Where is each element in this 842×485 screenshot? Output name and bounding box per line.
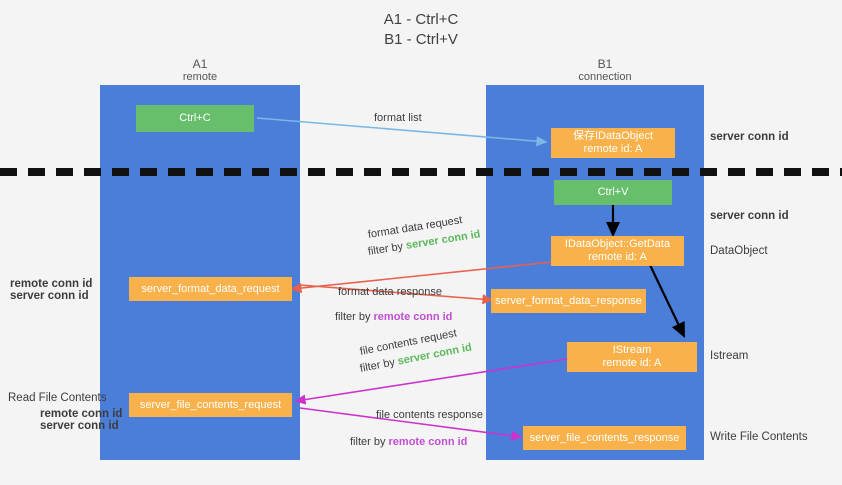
column-b1-sub: connection	[578, 71, 632, 83]
box-server-file-contents-request[interactable]: server_file_contents_request	[129, 393, 292, 417]
edge-label-file-contents-response: file contents response	[376, 409, 484, 421]
box-server-format-data-response[interactable]: server_format_data_response	[491, 289, 646, 313]
right-label-dataobject: DataObject	[710, 245, 768, 257]
box-idataobject-getdata[interactable]: IDataObject::GetData remote id: A	[551, 236, 684, 266]
box-server-format-data-request[interactable]: server_format_data_request	[129, 277, 292, 301]
box-ctrl-v-label: Ctrl+V	[597, 186, 629, 198]
edge-label-format-data-response-filter: filter by remote conn id	[335, 310, 452, 324]
edge-label-file-contents-response-group: file contents response filter by remote …	[350, 408, 484, 449]
box-save-idataobject-line1: 保存IDataObject	[572, 130, 654, 142]
box-istream-line2: remote id: A	[602, 357, 662, 369]
edge-label-format-list: format list	[374, 112, 422, 124]
edge-label-format-data-request-group: format data request filter by server con…	[367, 214, 482, 259]
box-istream-line1: IStream	[612, 344, 652, 356]
page-title: A1 - Ctrl+C B1 - Ctrl+V	[0, 10, 842, 50]
box-ctrl-v[interactable]: Ctrl+V	[554, 180, 672, 205]
right-label-write-file-contents: Write File Contents	[710, 431, 808, 443]
left-label-remote-conn-id-1: remote conn id	[10, 278, 93, 290]
filter-remote-conn-id-1: remote conn id	[373, 311, 453, 323]
box-ctrl-c[interactable]: Ctrl+C	[136, 105, 254, 132]
box-idataobject-getdata-line1: IDataObject::GetData	[564, 238, 671, 250]
right-label-server-conn-id-top: server conn id	[710, 131, 789, 143]
box-server-file-contents-response[interactable]: server_file_contents_response	[523, 426, 686, 450]
filter-by-text-3: filter by	[358, 356, 396, 375]
box-ctrl-c-label: Ctrl+C	[179, 112, 211, 124]
box-save-idataobject[interactable]: 保存IDataObject remote id: A	[551, 128, 675, 158]
box-istream[interactable]: IStream remote id: A	[567, 342, 697, 372]
box-server-file-contents-request-label: server_file_contents_request	[139, 398, 282, 411]
edge-label-format-data-response-group: format data response filter by remote co…	[335, 285, 452, 324]
right-label-istream: Istream	[710, 350, 749, 362]
box-server-format-data-request-label: server_format_data_request	[141, 282, 280, 295]
edge-label-file-contents-request-group: file contents request filter by server c…	[358, 327, 474, 376]
filter-by-text-1: filter by	[367, 240, 404, 258]
left-label-server-conn-id-2: server conn id	[40, 420, 119, 432]
box-idataobject-getdata-line2: remote id: A	[588, 251, 647, 263]
title-line-2: B1 - Ctrl+V	[384, 31, 458, 48]
box-server-file-contents-response-label: server_file_contents_response	[529, 431, 680, 444]
column-header-b1: B1 connection	[545, 58, 665, 84]
column-a1-name: A1	[192, 57, 208, 71]
filter-remote-conn-id-2: remote conn id	[388, 436, 468, 448]
box-server-format-data-response-label: server_format_data_response	[495, 294, 642, 307]
title-line-1: A1 - Ctrl+C	[383, 11, 459, 28]
column-header-a1: A1 remote	[140, 58, 260, 84]
left-label-group-file: Read File Contents remote conn id server…	[8, 392, 123, 432]
column-b1-name: B1	[597, 57, 613, 71]
edge-label-file-contents-response-filter: filter by remote conn id	[350, 435, 483, 449]
left-label-read-file-contents: Read File Contents	[8, 392, 107, 404]
left-label-remote-conn-id-2: remote conn id	[40, 408, 123, 420]
filter-by-text-4: filter by	[350, 436, 386, 448]
edge-label-format-data-response: format data response	[338, 286, 442, 298]
column-a1-sub: remote	[182, 71, 218, 83]
right-label-server-conn-id-mid: server conn id	[710, 210, 789, 222]
left-label-group-format: remote conn id server conn id	[10, 278, 92, 302]
filter-by-text-2: filter by	[335, 311, 371, 323]
left-label-server-conn-id-1: server conn id	[10, 290, 89, 302]
box-save-idataobject-line2: remote id: A	[583, 143, 643, 155]
